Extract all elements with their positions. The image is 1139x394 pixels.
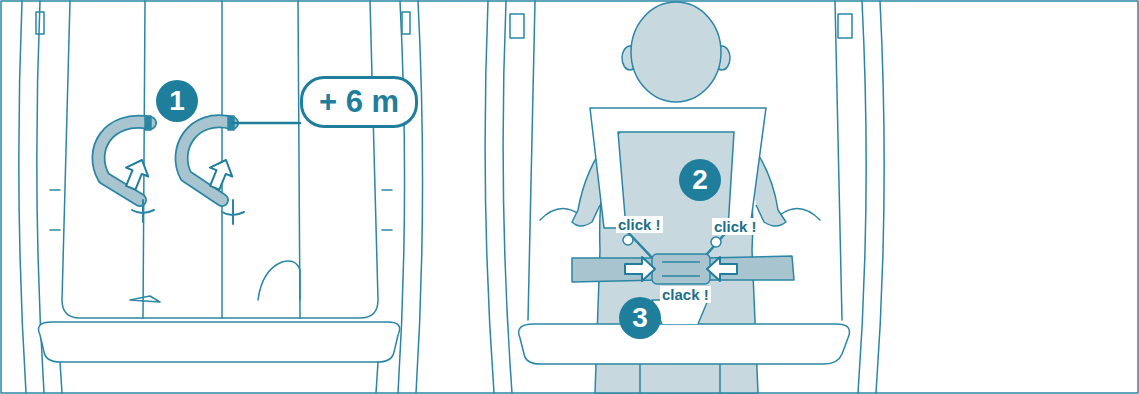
- frame-tube: [876, 1, 884, 393]
- sound-label: click !: [712, 218, 759, 235]
- sound-label: click !: [616, 216, 663, 233]
- frame-tube: [503, 1, 512, 393]
- frame-tube: [485, 1, 494, 393]
- frame-hinge: [838, 14, 852, 38]
- seat-back: [62, 1, 378, 318]
- frame-tube: [416, 1, 423, 393]
- strap-clip: [623, 235, 633, 245]
- crotch-strap: [258, 261, 300, 300]
- baby-figure: [519, 2, 850, 393]
- callout-text: 1: [169, 86, 185, 117]
- leader-line: [232, 122, 300, 125]
- waist-belt: [704, 256, 794, 280]
- frame-hinge: [402, 12, 410, 34]
- push-arrow: [625, 257, 655, 281]
- push-arrow: [204, 156, 237, 193]
- callout-text: 3: [632, 303, 648, 334]
- rotation-mark: [132, 210, 244, 215]
- bumper-bar: [519, 324, 850, 364]
- direction-arrows: [120, 156, 737, 281]
- baby-leg: [640, 364, 720, 393]
- strap-anchor: [145, 116, 151, 130]
- callout-number: 3: [619, 297, 661, 339]
- seat-seam: [221, 1, 223, 318]
- push-arrow: [707, 257, 737, 281]
- shoulder-pad: [590, 108, 766, 228]
- strap-buckle: [143, 200, 233, 224]
- bumper-bar: [39, 322, 400, 362]
- seat-clip: [130, 296, 160, 302]
- buckle-slot: [662, 262, 700, 276]
- callout-label: + 6 m: [319, 85, 399, 119]
- frame-hinge: [510, 14, 524, 38]
- waist-belt: [572, 258, 660, 282]
- callout-number: 1: [156, 80, 198, 122]
- seat-seam: [143, 1, 145, 318]
- frame-tube: [19, 1, 26, 393]
- callout-number: 2: [679, 159, 721, 201]
- bumper-support: [60, 362, 378, 393]
- callout-text: 2: [692, 165, 708, 196]
- frame-hinge: [36, 12, 44, 34]
- baby-head: [631, 2, 721, 102]
- age-callout: + 6 m: [300, 76, 418, 128]
- frame-tube: [858, 1, 866, 393]
- harness-buckle: [652, 254, 710, 284]
- sound-label: clack !: [660, 286, 711, 303]
- push-arrow: [120, 156, 153, 193]
- strap-clip: [711, 237, 721, 247]
